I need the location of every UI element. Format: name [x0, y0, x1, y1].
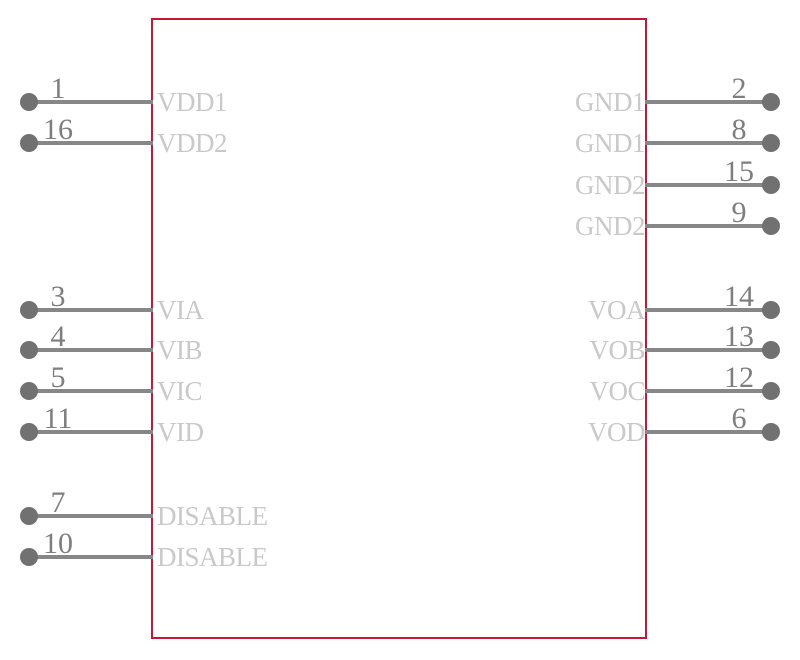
pin-terminal-dot — [20, 134, 38, 152]
pin-wire — [29, 514, 153, 518]
pin-wire — [29, 348, 153, 352]
pin-label: DISABLE — [157, 542, 268, 572]
pin-terminal-dot — [20, 507, 38, 525]
pin-number: 11 — [43, 402, 73, 435]
pin-wire — [645, 389, 771, 393]
pin-terminal-dot — [762, 93, 780, 111]
pin-label: VOD — [588, 417, 646, 447]
pin-number: 7 — [50, 486, 66, 519]
pin-label: VIA — [157, 295, 204, 325]
pin-wire — [645, 183, 771, 187]
pin-terminal-dot — [762, 217, 780, 235]
pin-label: GND2 — [575, 170, 646, 200]
pin-terminal-dot — [762, 341, 780, 359]
pin-wire — [645, 224, 771, 228]
pin-number: 2 — [731, 72, 747, 105]
pin-number: 1 — [50, 72, 66, 105]
pin-number: 6 — [731, 402, 747, 435]
pin-label: GND1 — [575, 87, 646, 117]
pin-number: 12 — [724, 361, 754, 394]
pin-terminal-dot — [762, 423, 780, 441]
pin-number: 16 — [43, 113, 73, 146]
pin-terminal-dot — [20, 423, 38, 441]
pin-wire — [645, 100, 771, 104]
pin-label: VOB — [589, 335, 645, 365]
pin-wire — [29, 430, 153, 434]
pin-wire — [645, 308, 771, 312]
pin-terminal-dot — [762, 382, 780, 400]
pin-label: VIB — [157, 335, 203, 365]
pin-terminal-dot — [762, 301, 780, 319]
pin-terminal-dot — [20, 301, 38, 319]
pin-number: 5 — [50, 361, 66, 394]
pin-terminal-dot — [20, 548, 38, 566]
pin-terminal-dot — [762, 134, 780, 152]
pin-wire — [645, 348, 771, 352]
pin-number: 3 — [50, 280, 66, 313]
pin-wire — [29, 389, 153, 393]
pin-label: VOC — [589, 376, 645, 406]
pin-wire — [645, 430, 771, 434]
pin-number: 8 — [731, 113, 747, 146]
pin-terminal-dot — [20, 93, 38, 111]
component-body-outline — [151, 18, 647, 639]
pin-number: 10 — [43, 527, 73, 560]
pin-wire — [29, 308, 153, 312]
pin-terminal-dot — [762, 176, 780, 194]
pin-number: 14 — [724, 280, 754, 313]
pin-number: 4 — [50, 320, 66, 353]
pin-number: 9 — [731, 196, 747, 229]
pin-number: 13 — [724, 320, 754, 353]
pin-terminal-dot — [20, 382, 38, 400]
pin-wire — [29, 555, 153, 559]
pin-label: GND1 — [575, 128, 646, 158]
pin-wire — [645, 141, 771, 145]
pin-wire — [29, 141, 153, 145]
pin-label: VOA — [588, 295, 646, 325]
pin-label: VID — [157, 417, 204, 447]
pin-wire — [29, 100, 153, 104]
pin-label: VIC — [157, 376, 203, 406]
pin-label: DISABLE — [157, 501, 268, 531]
pin-label: VDD1 — [157, 87, 228, 117]
pin-label: VDD2 — [157, 128, 228, 158]
pin-number: 15 — [724, 155, 754, 188]
pin-label: GND2 — [575, 211, 646, 241]
pin-terminal-dot — [20, 341, 38, 359]
